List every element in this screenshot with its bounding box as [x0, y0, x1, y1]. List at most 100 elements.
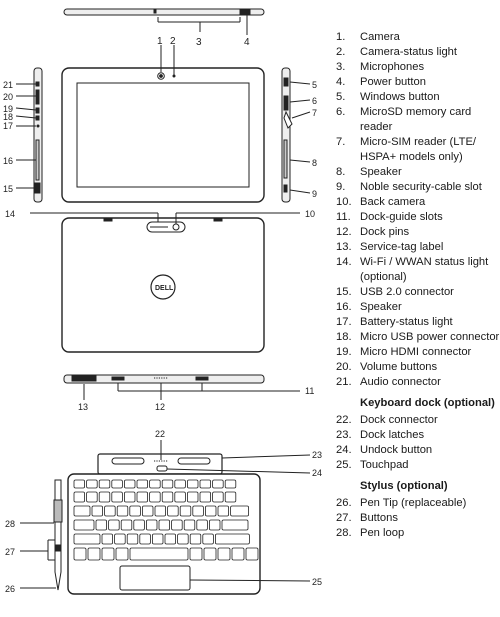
keyboard-key [73, 505, 91, 517]
keyboard-key [189, 547, 203, 561]
callout-9: 9 [312, 189, 317, 199]
legend-item-label: Dock connector [360, 414, 438, 426]
keyboard-key [199, 491, 212, 503]
keyboard-key [174, 479, 186, 489]
legend-item-number: 9. [336, 181, 346, 193]
legend-item-number: 12. [336, 226, 352, 238]
callout-6: 6 [312, 96, 317, 106]
callout-7: 7 [312, 108, 317, 118]
callout-25: 25 [312, 577, 322, 587]
keyboard-key [145, 519, 158, 531]
legend-item-label: MicroSD memory card reader [360, 106, 472, 133]
keyboard-key [129, 505, 141, 517]
legend-item: 2.Camera-status light [336, 45, 500, 60]
keyboard-key [133, 519, 145, 531]
legend-item-label: Dock-guide slots [360, 211, 443, 223]
legend-item: 5.Windows button [336, 90, 500, 105]
legend-item-label: Volume buttons [360, 361, 438, 373]
keyboard-key [208, 519, 221, 531]
callout-17: 17 [3, 121, 13, 131]
keyboard-key [120, 519, 133, 531]
keyboard-key [126, 533, 139, 545]
legend-item: 7.Micro-SIM reader (LTE/ HSPA+ models on… [336, 135, 500, 165]
keyboard-key [98, 479, 111, 489]
tablet-left-side [33, 67, 43, 203]
keyboard-key [224, 479, 237, 489]
callout-5: 5 [312, 80, 317, 90]
callout-10: 10 [305, 209, 315, 219]
keyboard-key [221, 519, 249, 531]
legend-item: 22.Dock connector [336, 413, 500, 428]
callout-3: 3 [196, 37, 202, 48]
legend-item-number: 18. [336, 331, 352, 343]
legend-item-label: Back camera [360, 196, 426, 208]
keyboard-key [154, 505, 167, 517]
keyboard-key [204, 505, 217, 517]
legend-item-number: 23. [336, 429, 352, 441]
legend-item-number: 19. [336, 346, 352, 358]
keyboard-key [73, 533, 101, 545]
legend-item: 24.Undock button [336, 443, 500, 458]
legend-item-label: Speaker [360, 166, 402, 178]
legend-item: 4.Power button [336, 75, 500, 90]
keyboard-key [224, 491, 237, 503]
legend-item-number: 7. [336, 136, 346, 148]
legend-item-number: 8. [336, 166, 346, 178]
keyboard-key [108, 519, 120, 531]
keyboard-key [73, 491, 86, 503]
legend-item-number: 28. [336, 527, 352, 539]
callout-22: 22 [155, 429, 165, 439]
legend-item-number: 1. [336, 31, 346, 43]
legend-item: 1.Camera [336, 30, 500, 45]
keyboard-key [124, 479, 136, 489]
keyboard-key [115, 547, 129, 561]
legend-item-number: 13. [336, 241, 352, 253]
legend-item-number: 16. [336, 301, 352, 313]
legend-item-number: 3. [336, 61, 346, 73]
callout-27: 27 [5, 547, 15, 557]
callout-4: 4 [244, 37, 250, 48]
keyboard-key [139, 533, 151, 545]
keyboard-key [161, 491, 174, 503]
legend-item-number: 5. [336, 91, 346, 103]
callout-12: 12 [155, 402, 165, 412]
keyboard-key [230, 505, 250, 517]
keyboard-key [164, 533, 177, 545]
keyboard-key [98, 491, 111, 503]
keyboard-key [87, 547, 101, 561]
callout-8: 8 [312, 158, 317, 168]
legend-item-label: Speaker [360, 301, 402, 313]
legend-item: 9.Noble security-cable slot [336, 180, 500, 195]
callout-19: 19 [3, 104, 13, 114]
keyboard-key [212, 491, 224, 503]
callout-23: 23 [312, 450, 322, 460]
legend-item: 26.Pen Tip (replaceable) [336, 496, 500, 511]
callout-15: 15 [3, 184, 13, 194]
keyboard-key [214, 533, 250, 545]
tablet-front [61, 67, 265, 203]
legend-item: 13.Service-tag label [336, 240, 500, 255]
legend-item: 19.Micro HDMI connector [336, 345, 500, 360]
tablet-bottom-edge [63, 374, 265, 384]
keyboard-key [171, 519, 183, 531]
legend-item: 25.Touchpad [336, 458, 500, 473]
legend-item-number: 14. [336, 256, 352, 268]
legend-item-number: 4. [336, 76, 346, 88]
keyboard-key [73, 519, 95, 531]
keyboard-key [196, 519, 208, 531]
keyboard-key [149, 491, 161, 503]
legend-item-number: 25. [336, 459, 352, 471]
keyboard-key [91, 505, 104, 517]
legend-item: 11.Dock-guide slots [336, 210, 500, 225]
legend-item-label: Micro USB power connector [360, 331, 500, 343]
legend-item-label: Audio connector [360, 376, 441, 388]
keyboard-key [95, 519, 108, 531]
legend-item-label: Undock button [360, 444, 433, 456]
legend-item-label: Buttons [360, 512, 398, 524]
callout-1: 1 [157, 36, 163, 47]
keyboard-key [202, 533, 214, 545]
callout-20: 20 [3, 92, 13, 102]
